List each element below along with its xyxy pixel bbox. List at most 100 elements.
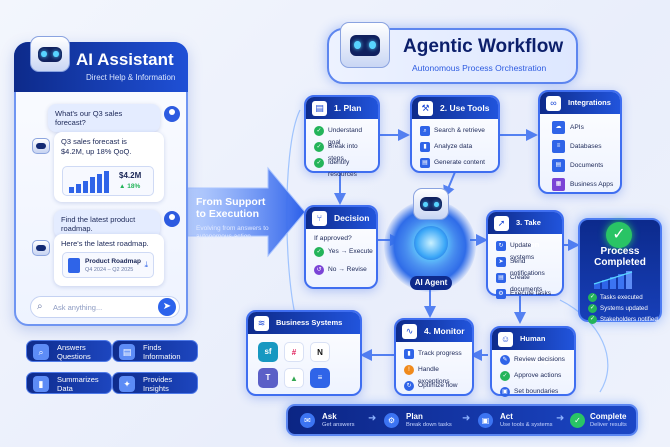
capability-label: Answers Questions [57,343,91,361]
cloud-icon: ☁ [552,121,565,134]
revise-icon: ↺ [314,265,324,275]
step-title: Ask [322,412,337,421]
assistant-robot-icon [30,36,70,72]
completed-item: ✓Stakeholders notified [588,315,658,324]
integration-item: ☁APIs [550,120,614,137]
refresh-icon: ↻ [496,241,506,251]
branch-icon: ⑂ [312,211,327,226]
plan-item: ✓Understand goal [312,125,372,146]
integration-item: ▦Business Apps [550,177,614,194]
monitor-item: ↻Optimize flow [402,380,466,394]
decision-no: ↺No → Revise [312,264,376,278]
check-icon: ✓ [588,304,597,313]
optimize-icon: ↻ [404,381,414,391]
capability-summarizes[interactable]: ▮ Summarizes Data [26,372,112,394]
agent-robot-icon [413,188,449,220]
gear-icon: ⚙ [496,289,506,299]
tools-card: 2. Use Tools ⚒ ⌕Search & retrieve ▮Analy… [410,95,500,173]
check-icon: ✓ [314,247,324,257]
workflow-robot-icon [340,22,390,68]
database-icon: ≡ [310,368,330,388]
person-icon: ☺ [498,332,513,347]
step-complete: ✓ Complete Deliver results [570,410,634,432]
review-icon: ✎ [500,355,510,365]
chart-icon: ▮ [420,142,430,152]
search-icon: ⌕ [33,344,49,360]
capability-answers[interactable]: ⌕ Answers Questions [26,340,112,362]
gear-icon: ⚙ [384,413,399,428]
workflow-title: Agentic Workflow [403,36,564,57]
completed-list: ✓Tasks executed ✓Systems updated ✓Stakeh… [586,292,660,325]
chat-bot-message-2: Here's the latest roadmap. Product Roadm… [54,234,164,286]
check-icon: ✓ [500,371,510,381]
completed-bars-icon [593,271,633,289]
layers-icon: ≋ [254,316,269,331]
integration-item: ≡Databases [550,139,614,156]
monitor-card: 4. Monitor ∿ ▮Track progress !Handle exc… [394,318,474,396]
step-title: Complete [590,412,627,421]
notion-icon: N [310,342,330,362]
roadmap-doc[interactable]: Product Roadmap Q4 2024 – Q2 2025 ⤓ [62,252,154,278]
document-icon [68,258,80,273]
user-avatar [164,106,180,122]
capability-label: Finds Information [143,343,181,361]
capability-label: Summarizes Data [57,375,99,393]
download-icon[interactable]: ⤓ [144,260,148,269]
integration-item: ▤Documents [550,158,614,175]
roadmap-text: Here's the latest roadmap. [61,239,149,248]
database-icon: ≡ [552,140,565,153]
decision-card: Decision ⑂ If approved? ✓Yes → Execute ↺… [304,205,378,289]
oversight-item: ▣Set boundaries [498,386,568,400]
chat-icon: ✉ [300,413,315,428]
capability-insights[interactable]: ✦ Provides Insights [112,372,198,394]
transition-title: From Support to Execution [196,196,266,220]
attach-icon[interactable]: ⌕ [37,301,43,312]
check-circle-icon: ✓ [606,222,632,248]
pulse-icon: ∿ [402,324,417,339]
teams-icon: T [258,368,278,388]
step-arrow: ➜ [368,413,377,424]
transition-subtitle: Evolving from answers to autonomous acti… [196,225,269,240]
slack-icon: # [284,342,304,362]
check-icon: ✓ [588,315,597,324]
check-icon: ✓ [588,293,597,302]
completed-item: ✓Systems updated [588,304,648,313]
chat-input[interactable]: ⌕ Ask anything... [30,296,180,318]
user-avatar-2 [164,211,180,227]
send-button[interactable]: ➤ [158,298,176,316]
lightbulb-icon: ✦ [119,376,135,392]
check-icon: ✓ [314,142,324,152]
progress-icon: ▮ [404,349,414,359]
box-icon: ▣ [478,413,493,428]
step-arrow: ➜ [462,413,471,424]
salesforce-icon: sf [258,342,278,362]
action-item: ↻Update systems [494,240,556,261]
step-title: Act [500,412,513,421]
check-icon: ✓ [570,413,585,428]
document-icon: ▤ [119,344,135,360]
capability-finds[interactable]: ▤ Finds Information [112,340,198,362]
plan-item: ✓Break into steps [312,141,372,162]
step-title: Plan [406,412,423,421]
chat-user-message: What's our Q3 sales forecast? [48,104,160,132]
step-plan: ⚙ Plan Break down tasks [384,410,464,432]
step-sub: Deliver results [590,422,627,428]
clipboard-icon: ▤ [312,101,327,116]
tools-item: ▤Generate content [418,157,492,171]
search-icon: ⌕ [420,126,430,136]
assistant-title: AI Assistant [76,50,174,69]
chat-input-placeholder: Ask anything... [53,303,103,312]
document-icon: ▤ [496,273,506,283]
wrench-icon: ⚒ [418,101,433,116]
monitor-item: ▮Track progress [402,348,466,362]
forecast-value: $4.2M [119,171,142,180]
step-act: ▣ Act Use tools & systems [478,410,558,432]
completed-title: Process Completed [594,246,646,268]
decision-question: If approved? [314,235,352,242]
completed-item: ✓Tasks executed [588,293,643,302]
document-icon: ▤ [552,159,565,172]
assistant-subtitle: Direct Help & Information [86,73,176,82]
tools-title: 2. Use Tools [412,97,498,119]
apps-icon: ▦ [552,178,565,191]
business-card: Business Systems ≋ sf # N T ▲ ≡ [246,310,362,396]
